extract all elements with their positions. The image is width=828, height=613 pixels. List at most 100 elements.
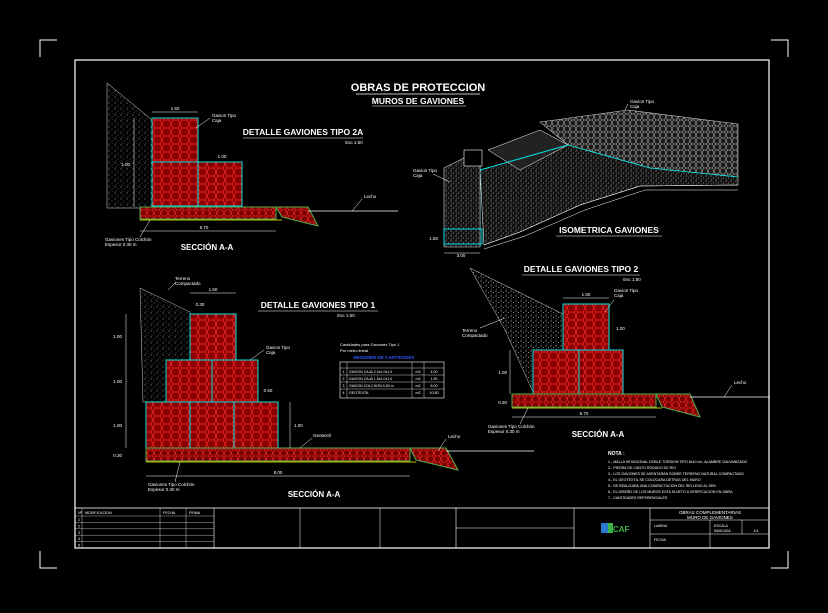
drawing-subtitle: MUROS DE GAVIONES	[372, 96, 465, 106]
detail-2-dim-top: 1.50	[582, 292, 591, 297]
iso-base-steps	[483, 184, 739, 246]
detail-1-dim-base-left: 0.30	[113, 453, 122, 458]
caf-logo-mark	[601, 523, 610, 533]
notes-group: NOTA : 1.- MALLA HEXAGONAL DOBLE TORSION…	[608, 451, 748, 500]
detail-2a-mattress-apron	[275, 206, 319, 227]
quantities-header: RESUMEN DE CANTIDADES	[354, 355, 415, 360]
detail-1-gabion-r3c	[233, 401, 279, 449]
tb-project: OBRAS COMPLEMENTARIAS	[679, 510, 741, 515]
detail-1-title: DETALLE GAVIONES TIPO 1	[261, 300, 376, 310]
quantities-cell-unit: m2	[416, 384, 421, 388]
quantities-cell-no: 1	[343, 370, 345, 374]
rev-row-no: 1	[78, 518, 80, 522]
detail-2-gabion-bottom-left	[532, 349, 580, 395]
detail-2a-soil	[106, 82, 153, 209]
detail-2a-group: 1.50 1.00 5.70 1.00 DETALLE GAVIONES TIP…	[105, 82, 398, 252]
iso-left-box	[463, 149, 483, 167]
detail-1-section-label: SECCIÓN A-A	[288, 490, 341, 499]
detail-2-gabion-top	[562, 303, 610, 351]
quantities-cell-no: 2	[343, 377, 345, 381]
detail-1-gabion-r2b	[211, 359, 259, 403]
title-block-frame	[74, 507, 770, 549]
detail-2a-gabion-top	[151, 117, 199, 163]
rev-header: Nº	[78, 511, 83, 515]
note-line: 5.- SE REALIZARA UNA COMPACTACION DEL RE…	[608, 484, 717, 488]
detail-2a-dim-bottom: 5.70	[200, 225, 209, 230]
detail-2-colchon-leader	[519, 407, 529, 425]
quantities-cell-unit: m2	[416, 391, 421, 395]
corner-marks	[39, 39, 789, 569]
detail-2-dim-bottom: 5.70	[580, 411, 589, 416]
detail-2-dim-side: 1.00	[616, 326, 625, 331]
rev-row-no: 3	[78, 531, 80, 535]
detail-2a-lecho-leader	[351, 198, 363, 212]
detail-1-colchon-leader	[174, 461, 181, 483]
detail-1-gabion-r2a	[165, 359, 213, 403]
detail-2a-colchon-leader	[139, 219, 151, 238]
rev-header: MODIFICACION	[85, 511, 112, 515]
iso-dim-a: 1.50	[429, 236, 438, 241]
detail-1-lecho-label: Lecho	[448, 434, 461, 439]
quantities-cell-qty: 4.00	[431, 370, 438, 374]
detail-2-title: DETALLE GAVIONES TIPO 2	[524, 264, 639, 274]
detail-1-dim-base: 0.30	[196, 302, 205, 307]
detail-2a-gabion-bottom-left	[151, 161, 199, 207]
detail-2-terreno-leader	[479, 317, 506, 329]
tb-sheet-no: 1/1	[753, 528, 759, 533]
quantities-cell-qty: 1.50	[431, 377, 438, 381]
detail-2-lecho-leader	[723, 384, 733, 398]
iso-cyan-edge-1	[479, 144, 569, 171]
detail-1-geo-leader	[299, 437, 313, 449]
notes-title: NOTA :	[608, 451, 625, 457]
detail-1-mattress	[145, 447, 411, 462]
iso-caja-leader-1	[624, 103, 629, 111]
detail-2a-gabion-bottom-right	[197, 161, 243, 207]
rev-header: FIRMA	[189, 511, 201, 515]
detail-2-scale: Esc 1:50	[623, 277, 641, 282]
iso-caja-leader-2	[432, 173, 451, 183]
detail-2a-dim-mid: 1.00	[218, 154, 227, 159]
tb-field-b: ESCALA	[714, 524, 728, 528]
detail-2a-title: DETALLE GAVIONES TIPO 2A	[243, 127, 364, 137]
detail-2a-section-label: SECCIÓN A-A	[181, 243, 234, 252]
caf-logo: CAF	[601, 523, 630, 534]
detail-1-gabion-r3a	[145, 401, 191, 449]
tb-sheet-title: MURO DE GAVIONES	[687, 515, 733, 520]
detail-2-group: DETALLE GAVIONES TIPO 2 Esc 1:50 1.50 Ga…	[462, 264, 770, 439]
detail-2a-lecho-label: Lecho	[364, 194, 377, 199]
iso-base-cyan	[443, 228, 483, 245]
quantities-cell-qty: 8.00	[431, 384, 438, 388]
detail-1-dim-bottom: 8.00	[274, 470, 283, 475]
detail-1-mattress-apron	[409, 447, 459, 471]
quantities-caption: Cantidades para Gaviones Tipo 1	[340, 342, 400, 347]
detail-1-group: DETALLE GAVIONES TIPO 1 Esc 1:50 1.50 0.…	[113, 276, 534, 499]
note-line: 4.- EL GEOTEXTIL SE COLOCARA DETRAS DEL …	[608, 478, 701, 482]
quantities-cell-desc: GAVION COLCHON 0.30 m	[349, 384, 394, 388]
detail-1-dim-top: 1.50	[209, 287, 218, 292]
rev-row-no: 5	[78, 544, 80, 548]
detail-2a-dim-left: 1.00	[121, 162, 130, 167]
iso-title: ISOMETRICA GAVIONES	[559, 225, 659, 235]
rev-row-no: 2	[78, 524, 80, 528]
detail-2a-mattress	[139, 206, 277, 220]
detail-1-terreno-leader	[167, 281, 177, 291]
quantities-cell-desc: GEOTEXTIL	[349, 391, 369, 395]
detail-1-lecho-leader	[437, 438, 447, 452]
detail-1-dim-left-b: 1.00	[113, 379, 122, 384]
detail-1-dim-step: 0.60	[264, 388, 273, 393]
detail-1-gabion-r1	[189, 313, 237, 361]
detail-2a-scale: Esc 1:50	[345, 140, 363, 145]
